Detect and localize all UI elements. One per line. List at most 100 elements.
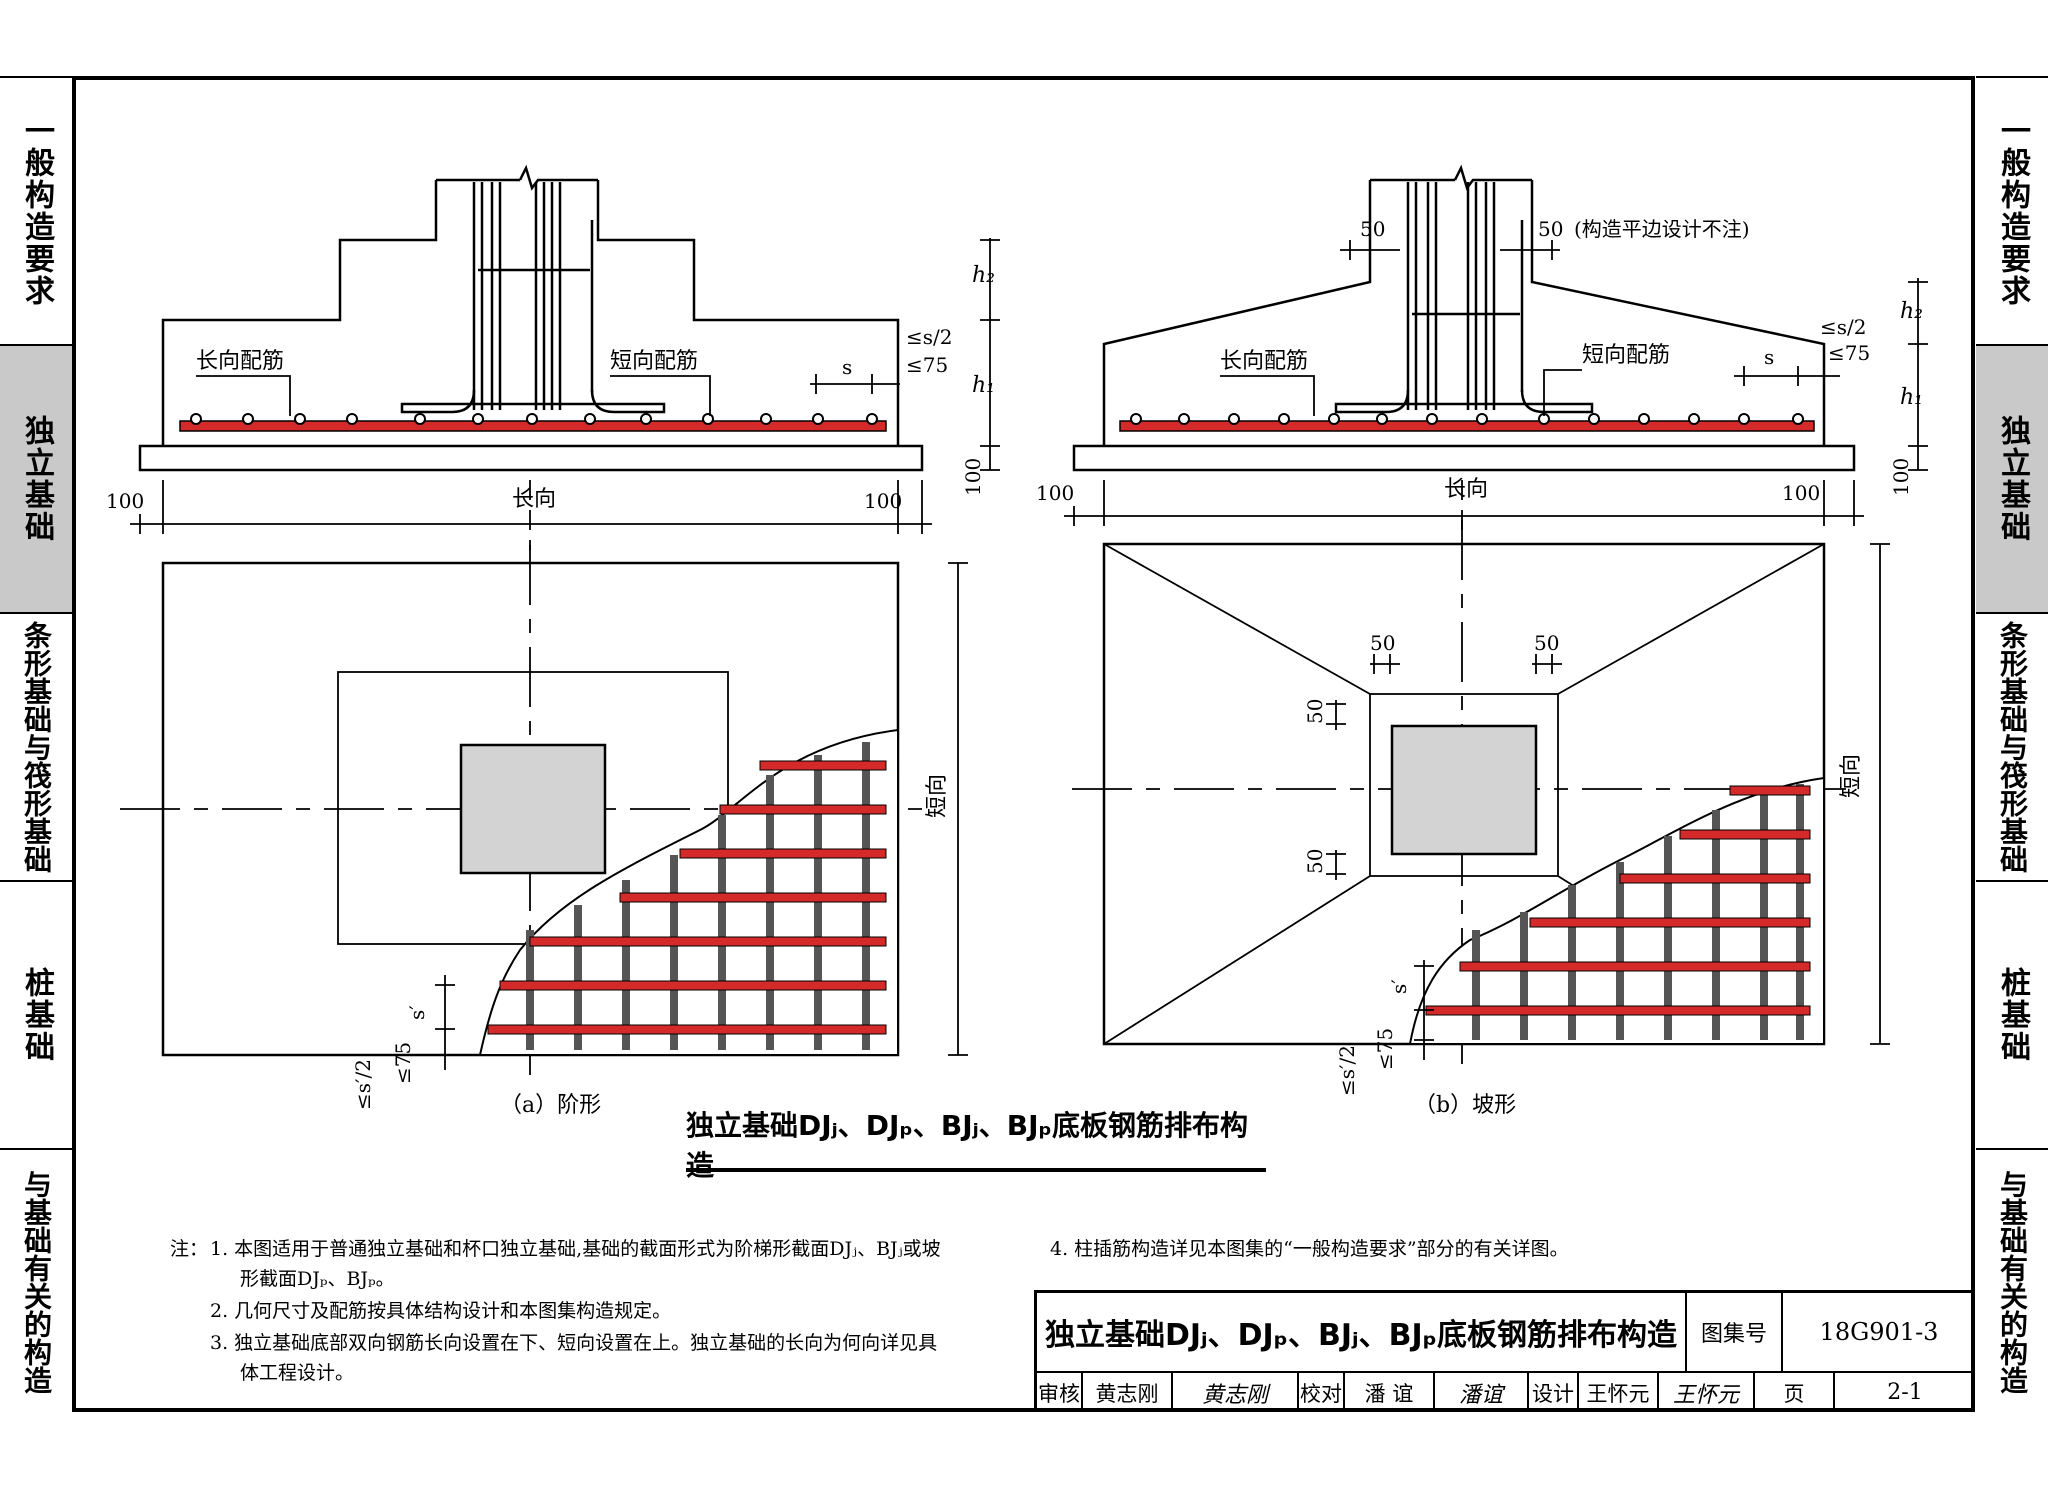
tb-reviewer-sig: 黄志刚 — [1173, 1373, 1299, 1412]
left-tab-column: 一般构造要求 独立基础 条形基础与筏形基础 桩基础 与基础有关的构造 — [0, 76, 72, 1414]
column-a — [459, 743, 607, 875]
label-s-prime-75-a: ≤75 — [391, 1042, 415, 1084]
tb-title: 独立基础DJⱼ、DJₚ、BJⱼ、BJₚ底板钢筋排布构造 — [1037, 1293, 1687, 1373]
tb-page-label: 页 — [1755, 1373, 1835, 1412]
label-plan-50-a-b: 50 — [1370, 631, 1395, 655]
label-s-prime-half-a: ≤s′/2 — [351, 1059, 375, 1110]
caption-a: （a）阶形 — [500, 1093, 601, 1118]
label-50-left-b: 50 — [1360, 217, 1385, 241]
rebar-grid-a — [478, 728, 899, 1056]
label-short-dir-a: 短向 — [925, 774, 950, 818]
tab-label: 条形基础与筏形基础 — [20, 621, 53, 873]
notes-prefix: 注： — [170, 1238, 209, 1260]
tab-label: 一般构造要求 — [19, 115, 54, 307]
label-long-dir-a: 长向 — [512, 487, 556, 512]
tb-designer-sig: 王怀元 — [1659, 1373, 1755, 1412]
tb-check-label-text: 校对 — [1300, 1381, 1342, 1406]
note-2: 2. 几何尺寸及配筋按具体结构设计和本图集构造规定。 — [210, 1300, 672, 1322]
column-b — [1390, 724, 1538, 856]
label-h1-a: h₁ — [972, 373, 995, 398]
label-50-right-b: 50 — [1538, 217, 1563, 241]
label-s-half-a: ≤s/2 — [906, 325, 952, 349]
label-100-right-a: 100 — [864, 489, 902, 513]
label-100-right-b: 100 — [1782, 481, 1820, 505]
left-tab-related[interactable]: 与基础有关的构造 — [0, 1150, 72, 1414]
tb-checker: 潘 谊 — [1345, 1373, 1435, 1412]
main-title: 独立基础DJⱼ、DJₚ、BJⱼ、BJₚ底板钢筋排布构造 — [686, 1109, 1266, 1182]
tb-designer-text: 王怀元 — [1586, 1381, 1650, 1406]
tab-label: 独立基础 — [19, 415, 54, 543]
left-tab-strip-raft[interactable]: 条形基础与筏形基础 — [0, 614, 72, 882]
tb-atlas-no-text: 18G901-3 — [1819, 1318, 1939, 1346]
note-1-line1: 1. 本图适用于普通独立基础和杯口独立基础,基础的截面形式为阶梯形截面DJⱼ、B… — [210, 1238, 941, 1260]
label-short-rebar-a: 短向配筋 — [610, 349, 698, 374]
rebar-long-b — [1119, 420, 1815, 432]
tab-label: 独立基础 — [1995, 415, 2030, 543]
section-b — [1072, 164, 1856, 472]
section-a — [138, 164, 924, 472]
tab-label: 一般构造要求 — [1995, 115, 2030, 307]
label-plan-50-d-b: 50 — [1303, 849, 1327, 874]
tab-label: 条形基础与筏形基础 — [1996, 621, 2029, 873]
title-block: 独立基础DJⱼ、DJₚ、BJⱼ、BJₚ底板钢筋排布构造 图集号 18G901-3… — [1034, 1290, 1975, 1412]
tab-label: 与基础有关的构造 — [1996, 1170, 2029, 1394]
label-s-prime-75-b: ≤75 — [1373, 1028, 1397, 1070]
tb-design-label: 设计 — [1529, 1373, 1579, 1412]
label-le75-b: ≤75 — [1828, 341, 1870, 365]
label-100-vert-a: 100 — [961, 458, 985, 496]
note-3-line2: 体工程设计。 — [240, 1362, 355, 1384]
tb-atlas-label: 图集号 — [1687, 1293, 1783, 1373]
caption-b: （b）坡形 — [1414, 1093, 1516, 1118]
label-s-prime-half-b: ≤s′/2 — [1335, 1045, 1359, 1096]
right-tab-strip-raft[interactable]: 条形基础与筏形基础 — [1976, 614, 2048, 882]
right-tab-column: 一般构造要求 独立基础 条形基础与筏形基础 桩基础 与基础有关的构造 — [1976, 76, 2048, 1414]
tab-label: 桩基础 — [19, 967, 54, 1063]
right-tab-isolated[interactable]: 独立基础 — [1976, 346, 2048, 614]
label-long-rebar-a: 长向配筋 — [196, 349, 284, 374]
tb-atlas-label-text: 图集号 — [1700, 1322, 1767, 1347]
label-long-dir-b: 长向 — [1444, 477, 1488, 502]
tb-title-text: 独立基础DJⱼ、DJₚ、BJⱼ、BJₚ底板钢筋排布构造 — [1044, 1318, 1678, 1353]
note-1-line2: 形截面DJₚ、BJₚ。 — [240, 1268, 395, 1290]
label-plan-50-b-b: 50 — [1534, 631, 1559, 655]
tb-checker-sig: 潘谊 — [1435, 1373, 1529, 1412]
tb-checker-sig-text: 潘谊 — [1458, 1382, 1503, 1408]
label-s-prime-a: s′ — [405, 1005, 429, 1020]
label-short-rebar-b: 短向配筋 — [1582, 343, 1670, 368]
tab-label: 与基础有关的构造 — [20, 1170, 53, 1394]
label-100-left-b: 100 — [1036, 481, 1074, 505]
tb-reviewer-text: 黄志刚 — [1095, 1381, 1159, 1406]
label-s-b: s — [1764, 345, 1774, 369]
label-long-rebar-b: 长向配筋 — [1220, 349, 1308, 374]
right-tab-general[interactable]: 一般构造要求 — [1976, 78, 2048, 346]
tb-page-no-text: 2-1 — [1887, 1380, 1923, 1405]
tb-page-label-text: 页 — [1783, 1381, 1805, 1406]
tb-reviewer: 黄志刚 — [1083, 1373, 1173, 1412]
note-3-line1: 3. 独立基础底部双向钢筋长向设置在下、短向设置在上。独立基础的长向为何向详见具 — [210, 1332, 938, 1354]
label-h1-b: h₁ — [1900, 385, 1923, 410]
tab-label: 桩基础 — [1995, 967, 2030, 1063]
tb-designer: 王怀元 — [1579, 1373, 1659, 1412]
rebar-dots-a — [190, 413, 878, 425]
tb-review-label-text: 审核 — [1038, 1381, 1080, 1406]
left-tab-isolated[interactable]: 独立基础 — [0, 346, 72, 614]
tb-design-label-text: 设计 — [1532, 1381, 1574, 1406]
right-tab-pile[interactable]: 桩基础 — [1976, 882, 2048, 1150]
label-50-note-b: (构造平边设计不注) — [1574, 217, 1750, 241]
label-100-vert-b: 100 — [1889, 458, 1913, 496]
label-s-prime-b: s′ — [1387, 979, 1411, 994]
left-tab-general[interactable]: 一般构造要求 — [0, 78, 72, 346]
label-le75-a: ≤75 — [906, 353, 948, 377]
tb-checker-text: 潘 谊 — [1364, 1381, 1414, 1406]
note-4: 4. 柱插筋构造详见本图集的“一般构造要求”部分的有关详图。 — [1050, 1238, 1569, 1260]
main-title-text: 独立基础DJⱼ、DJₚ、BJⱼ、BJₚ底板钢筋排布构造 — [686, 1109, 1248, 1182]
tb-designer-sig-text: 王怀元 — [1672, 1382, 1739, 1408]
left-tab-pile[interactable]: 桩基础 — [0, 882, 72, 1150]
label-s-a: s — [842, 355, 852, 379]
right-tab-related[interactable]: 与基础有关的构造 — [1976, 1150, 2048, 1414]
label-h2-b: h₂ — [1900, 299, 1923, 324]
label-100-left-a: 100 — [106, 489, 144, 513]
label-s-half-b: ≤s/2 — [1820, 315, 1866, 339]
label-plan-50-c-b: 50 — [1303, 699, 1327, 724]
